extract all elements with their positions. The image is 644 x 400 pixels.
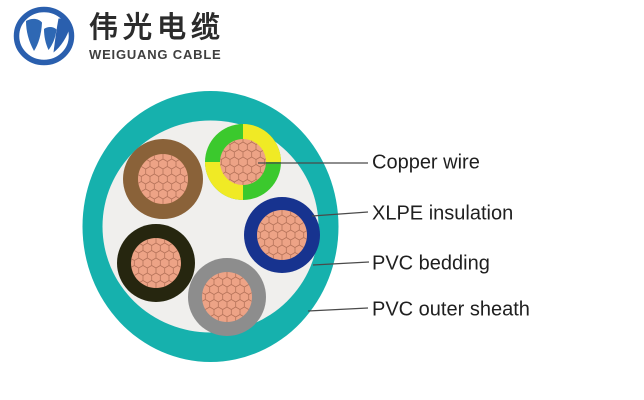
copper-strand-pattern	[131, 238, 181, 288]
brand-name-chinese: 伟光电缆	[89, 12, 226, 44]
logo-leaf-left	[26, 18, 42, 51]
copper-strand-pattern	[257, 210, 307, 260]
copper-strand-pattern	[138, 154, 188, 204]
label-pvc-outer-sheath: PVC outer sheath	[372, 298, 530, 321]
copper-wire-area	[257, 210, 307, 260]
leader-line-pvc-outer-sheath	[307, 307, 369, 312]
leader-line-pvc-bedding	[312, 261, 370, 266]
label-xlpe-insulation: XLPE insulation	[372, 202, 514, 225]
brand-name-english: WEIGUANG CABLE	[89, 47, 222, 62]
copper-wire-area	[138, 154, 188, 204]
copper-strand-pattern	[202, 272, 252, 322]
leader-lines	[258, 162, 370, 312]
copper-wire-area	[202, 272, 252, 322]
copper-wire-area	[220, 139, 266, 185]
leader-line-xlpe-insulation	[311, 211, 369, 217]
logo-leaf-middle	[44, 26, 57, 50]
logo-leaf-right	[53, 18, 71, 53]
label-pvc-bedding: PVC bedding	[372, 252, 490, 275]
copper-strand-bundles	[131, 139, 307, 322]
label-copper-wire: Copper wire	[372, 151, 480, 174]
company-logo w-leaf-icon	[13, 6, 75, 66]
brand-text: 伟光电缆 WEIGUANG CABLE	[89, 12, 225, 62]
header: 伟光电缆 WEIGUANG CABLE	[0, 0, 644, 80]
copper-wire-area	[131, 238, 181, 288]
